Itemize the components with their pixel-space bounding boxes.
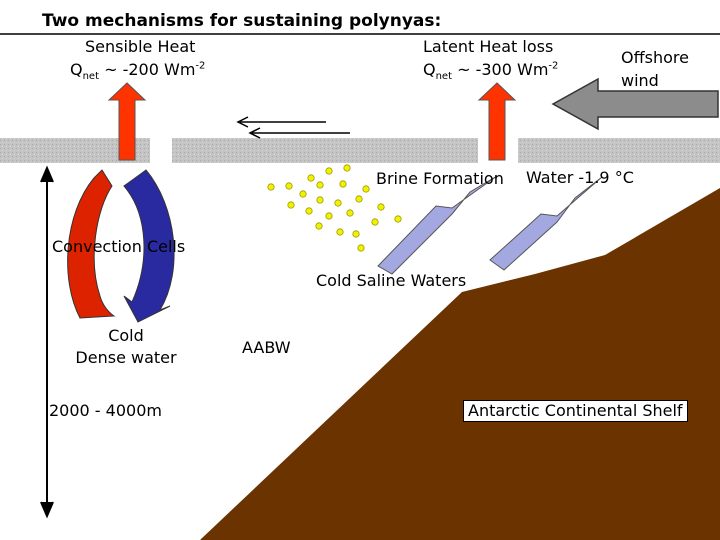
- brine-droplet: [347, 210, 353, 216]
- q-subscript: net: [83, 71, 99, 82]
- sensible-heat-flux: Qnet ~ -200 Wm-2: [70, 61, 205, 79]
- depth-range-label: 2000 - 4000m: [49, 402, 162, 420]
- brine-droplet: [308, 175, 314, 181]
- cold-saline-waters-label: Cold Saline Waters: [316, 272, 466, 290]
- q-symbol: Q: [70, 60, 83, 79]
- flux-value: ~ -200 Wm: [99, 60, 195, 79]
- brine-droplet: [326, 168, 332, 174]
- brine-droplet: [288, 202, 294, 208]
- latent-heat-flux: Qnet ~ -300 Wm-2: [423, 61, 558, 79]
- q-symbol: Q: [423, 60, 436, 79]
- flux-exponent: -2: [548, 61, 558, 72]
- aabw-label: AABW: [242, 339, 291, 357]
- brine-droplet: [395, 216, 401, 222]
- water-temperature-label: Water -1.9 °C: [526, 169, 634, 187]
- sea-ice-middle: [172, 138, 478, 163]
- sensible-heat-heading: Sensible Heat: [85, 38, 195, 56]
- brine-droplet: [363, 186, 369, 192]
- brine-droplet: [356, 196, 362, 202]
- offshore-wind-label-line2: wind: [621, 72, 659, 90]
- brine-droplet: [316, 223, 322, 229]
- brine-droplet: [335, 200, 341, 206]
- offshore-wind-label-line1: Offshore: [621, 49, 689, 67]
- continental-shelf-label: Antarctic Continental Shelf: [463, 400, 688, 422]
- cold-saline-arrow-left: [378, 176, 497, 274]
- latent-heat-heading: Latent Heat loss: [423, 38, 553, 56]
- brine-droplet: [358, 245, 364, 251]
- brine-droplet: [337, 229, 343, 235]
- brine-droplet: [317, 182, 323, 188]
- brine-droplet: [326, 213, 332, 219]
- cold-saline-arrow-right: [490, 177, 602, 270]
- brine-droplet: [353, 231, 359, 237]
- brine-droplet: [300, 191, 306, 197]
- brine-droplet: [317, 197, 323, 203]
- diagram-title: Two mechanisms for sustaining polynyas:: [42, 12, 441, 30]
- brine-droplet: [306, 208, 312, 214]
- flux-exponent: -2: [195, 61, 205, 72]
- flux-value: ~ -300 Wm: [452, 60, 548, 79]
- brine-droplet: [344, 165, 350, 171]
- cold-dense-water-label-line2: Dense water: [66, 349, 186, 367]
- ice-drift-arrows: [238, 117, 350, 138]
- cold-dense-water-label-line1: Cold: [76, 327, 176, 345]
- latent-heat-arrow: [479, 83, 515, 160]
- depth-arrow: [41, 168, 53, 516]
- convection-cells-label: Convection Cells: [52, 238, 185, 256]
- brine-droplet: [286, 183, 292, 189]
- brine-droplet: [340, 181, 346, 187]
- brine-droplet: [372, 219, 378, 225]
- brine-droplet: [378, 204, 384, 210]
- q-subscript: net: [436, 71, 452, 82]
- brine-formation-label: Brine Formation: [376, 170, 504, 188]
- brine-droplet: [268, 184, 274, 190]
- continental-shelf: [200, 188, 720, 540]
- sea-ice-right: [518, 138, 720, 163]
